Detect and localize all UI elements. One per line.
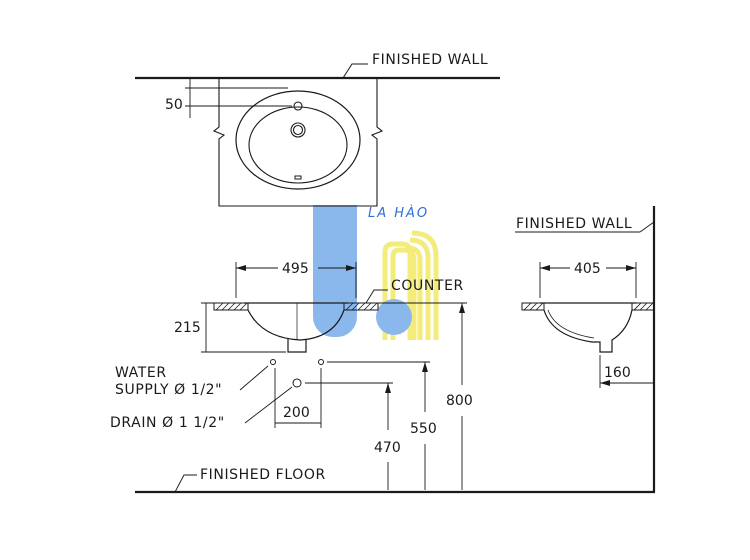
- basin-inner-bowl: [248, 106, 348, 184]
- front-section-view: 495 COUNTER 215 WATER SUPPLY Ø: [110, 261, 655, 494]
- logo-blue-dot: [376, 299, 412, 335]
- counter-plan-outline: [212, 78, 384, 207]
- water-supply-leader: [239, 365, 269, 391]
- supply-hole-left: [270, 359, 276, 365]
- supply-hole-right: [318, 359, 324, 365]
- finished-wall-leader-top: [342, 63, 368, 79]
- drain-label: DRAIN Ø 1 1/2": [110, 415, 225, 431]
- finished-wall-label-top: FINISHED WALL: [372, 52, 488, 68]
- finished-wall-label-side: FINISHED WALL: [516, 216, 632, 232]
- overflow-slot: [294, 175, 302, 180]
- drain-hole-outer: [290, 122, 306, 138]
- dim-160-arrow-left: [600, 380, 610, 386]
- dim-495: 495: [282, 261, 309, 277]
- dim-215: 215: [174, 320, 201, 336]
- counter-leader: [365, 289, 388, 304]
- counter-slab-side-left: [521, 302, 545, 311]
- watermark-logo: LA HÀO: [313, 205, 439, 340]
- dim-550-arrow-top: [422, 362, 428, 372]
- water-supply-label-line2: SUPPLY Ø 1/2": [115, 382, 222, 398]
- dim-405-arrow-left: [540, 265, 550, 271]
- faucet-hole: [293, 101, 303, 111]
- dim-405: 405: [574, 261, 601, 277]
- dim-200: 200: [283, 405, 310, 421]
- counter-label: COUNTER: [391, 278, 464, 294]
- counter-slab-side-right: [631, 302, 655, 311]
- dim-800-arrow-top: [459, 303, 465, 313]
- drain-hole-inner: [292, 124, 304, 136]
- basin-outer-rim: [235, 90, 361, 190]
- dim-495-arrow-left: [236, 265, 246, 271]
- logo-text: LA HÀO: [368, 205, 429, 221]
- water-supply-label-line1: WATER: [115, 365, 167, 381]
- logo-blue-bar-top: [313, 205, 357, 265]
- basin-drain-neck: [287, 339, 307, 353]
- plan-view: FINISHED WALL 50: [135, 52, 500, 207]
- finished-floor-label: FINISHED FLOOR: [200, 467, 326, 483]
- dim-800: 800: [446, 393, 473, 409]
- dim-470-arrow-top: [385, 383, 391, 393]
- dim-160: 160: [604, 365, 631, 381]
- drain-outlet: [292, 378, 302, 388]
- counter-slab-right: [343, 302, 379, 311]
- dim-405-arrow-right: [626, 265, 636, 271]
- finished-wall-leader-side: [639, 221, 655, 233]
- dim-50: 50: [165, 97, 183, 113]
- counter-hatch: [215, 302, 378, 311]
- dim-495-arrow-right: [346, 265, 356, 271]
- basin-bowl-side: [543, 309, 633, 353]
- side-section-view: FINISHED WALL 405 160: [515, 206, 656, 492]
- finished-floor-leader: [174, 474, 197, 493]
- drain-leader: [244, 386, 293, 424]
- basin-bowl-side-inner: [547, 309, 595, 339]
- counter-hatch-side: [523, 302, 654, 311]
- dim-470: 470: [374, 440, 401, 456]
- basin-bowl-front: [247, 309, 345, 341]
- logo-yellow-arcs: [382, 230, 439, 340]
- dim-550: 550: [410, 421, 437, 437]
